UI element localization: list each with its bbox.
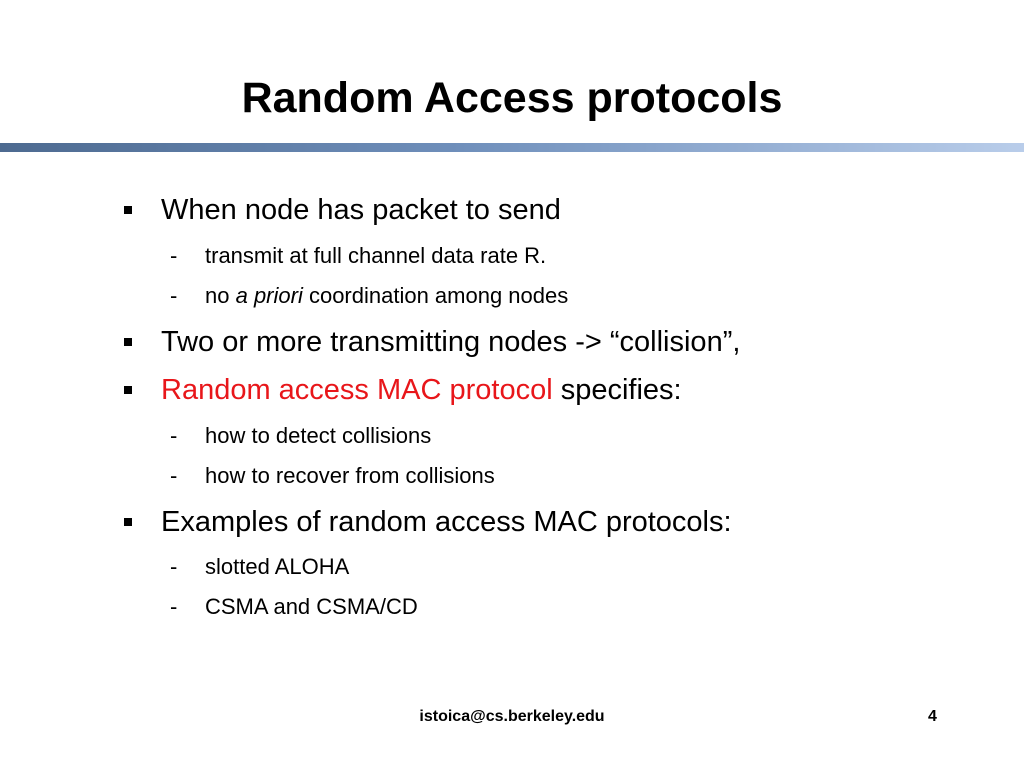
text-segment: no (205, 283, 236, 308)
slide-title: Random Access protocols (241, 74, 783, 122)
italic-term: a priori (235, 283, 303, 308)
title-divider (0, 143, 1024, 152)
sub-bullet-text: how to detect collisions (205, 423, 432, 448)
footer-email: istoica@cs.berkeley.edu (419, 708, 605, 725)
highlighted-term: Random access MAC protocol (161, 374, 553, 406)
page-number: 4 (928, 708, 937, 725)
bullet-text: When node has packet to send (161, 194, 561, 226)
bullet-text: Two or more transmitting nodes -> “colli… (161, 326, 741, 358)
sub-bullet-text: no a priori coordination among nodes (205, 282, 568, 310)
square-bullet-icon (124, 338, 132, 346)
dash-bullet-icon: - (170, 554, 178, 579)
dash-bullet-icon: - (170, 423, 178, 448)
square-bullet-icon (124, 206, 132, 214)
dash-bullet-icon: - (170, 463, 178, 488)
sub-bullet-text: slotted ALOHA (205, 554, 350, 579)
sub-bullet-text: CSMA and CSMA/CD (205, 594, 418, 619)
dash-bullet-icon: - (170, 594, 178, 619)
square-bullet-icon (124, 386, 132, 394)
square-bullet-icon (124, 518, 132, 526)
sub-bullet-text: transmit at full channel data rate R. (205, 243, 547, 268)
dash-bullet-icon: - (170, 243, 178, 268)
sub-bullet-text: how to recover from collisions (205, 463, 495, 488)
bullet-text: Examples of random access MAC protocols: (161, 506, 732, 538)
text-segment: coordination among nodes (302, 283, 569, 308)
bullet-text: Random access MAC protocol specifies: (161, 372, 682, 408)
dash-bullet-icon: - (170, 283, 178, 308)
text-segment: specifies: (552, 374, 682, 406)
